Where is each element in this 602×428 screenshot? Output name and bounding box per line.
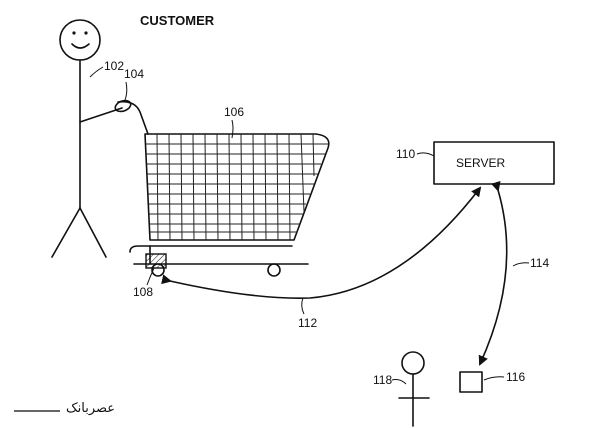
link-114 [478,180,508,366]
cart-wheel-front [267,263,281,277]
leader-106 [231,119,234,139]
person-118-figure [398,351,430,427]
leader-104 [124,81,128,101]
leader-112 [301,297,305,315]
watermark: عصربانک [14,401,115,416]
ref-label-118: 118 [373,373,392,387]
customer-head [59,19,101,61]
customer-leg-left [51,207,81,258]
link-112 [161,186,482,299]
leader-118 [391,379,407,385]
device-116-box [459,371,483,393]
ref-label-102: 102 [104,59,124,73]
ref-label-108: 108 [133,285,153,299]
cart-handle [117,100,149,135]
customer-figure [51,19,123,258]
watermark-text: عصربانک [66,401,115,416]
leader-108 [146,267,155,286]
leader-114 [512,262,530,267]
ref-label-104: 104 [124,67,144,81]
ref-label-116: 116 [506,370,525,384]
ref-label-106: 106 [224,105,244,119]
person-118-head [401,351,425,375]
server-label: SERVER [456,156,505,170]
customer-leg-right [79,207,107,258]
customer-hand [114,99,132,113]
leader-110 [416,152,435,157]
ref-label-112: 112 [298,316,317,330]
leader-102 [89,66,104,78]
shopping-cart [117,100,330,277]
leader-116 [483,376,505,381]
customer-smile [71,43,90,49]
customer-eye-left [72,31,76,35]
customer-title: CUSTOMER [140,13,215,28]
cart-grid [146,133,329,241]
cart-base-frame [129,245,151,253]
customer-eye-right [84,31,88,35]
ref-label-114: 114 [530,256,549,270]
ref-label-110: 110 [396,147,415,161]
customer-arm [79,107,123,123]
cart-device [145,253,167,269]
